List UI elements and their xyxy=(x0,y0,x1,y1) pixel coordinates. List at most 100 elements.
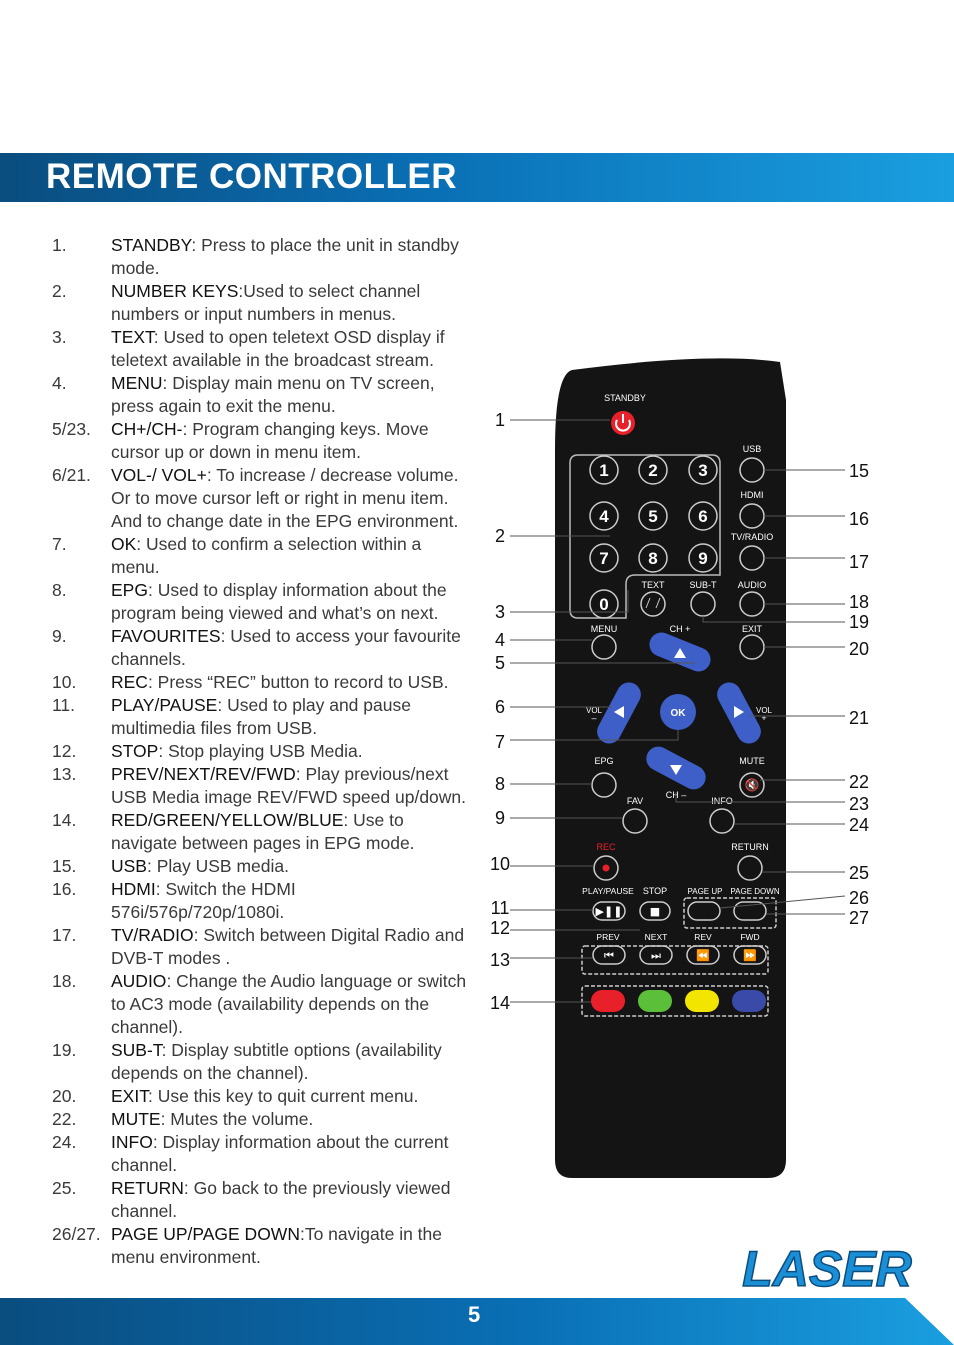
digit-button-1[interactable]: 1 xyxy=(589,455,619,485)
callout-number-27: 27 xyxy=(849,908,869,928)
prev-button[interactable] xyxy=(592,945,626,965)
green-button[interactable] xyxy=(638,990,672,1012)
item-text: : Program changing keys. Move cursor up … xyxy=(111,419,429,462)
svg-text:7: 7 xyxy=(599,549,608,568)
ch-up-button[interactable] xyxy=(646,629,714,675)
rev-button[interactable] xyxy=(686,945,720,965)
digit-button-7[interactable]: 7 xyxy=(589,543,619,573)
header-bar: REMOTE CONTROLLER xyxy=(0,153,954,202)
fav-button[interactable] xyxy=(622,808,648,834)
callout-number-10: 10 xyxy=(490,854,510,874)
item-description: CH+/CH-: Program changing keys. Move cur… xyxy=(111,418,472,464)
item-key: STANDBY xyxy=(111,235,192,255)
laser-logo: LASER xyxy=(742,1240,913,1298)
digit-button-0[interactable]: 0 xyxy=(589,589,619,619)
item-description: PAGE UP/PAGE DOWN:To navigate in the men… xyxy=(111,1223,472,1269)
callout-number-12: 12 xyxy=(490,918,510,938)
item-number: 9. xyxy=(52,626,67,646)
callout-number-21: 21 xyxy=(849,708,869,728)
item-key: EPG xyxy=(111,580,148,600)
callout-number-15: 15 xyxy=(849,461,869,481)
item-key: PLAY/PAUSE xyxy=(111,695,218,715)
epg-button[interactable] xyxy=(591,772,617,798)
item-text: : Display main menu on TV screen, press … xyxy=(111,373,435,416)
vol-up-button[interactable] xyxy=(713,678,765,748)
digit-button-5[interactable]: 5 xyxy=(638,501,668,531)
label-rec: REC xyxy=(596,842,616,852)
rec-button[interactable] xyxy=(593,855,619,881)
callout-number-8: 8 xyxy=(495,774,505,794)
item-description: MUTE: Mutes the volume. xyxy=(111,1108,472,1131)
mute-button[interactable] xyxy=(739,772,765,798)
svg-text:8: 8 xyxy=(648,549,657,568)
item-key: MUTE xyxy=(111,1109,161,1129)
rec-dot-icon xyxy=(602,864,610,872)
return-button[interactable] xyxy=(737,855,763,881)
callout-number-24: 24 xyxy=(849,815,869,835)
text-button[interactable] xyxy=(640,591,666,617)
item-number: 14. xyxy=(52,810,77,830)
item-description: RED/GREEN/YELLOW/BLUE: Use to navigate b… xyxy=(111,809,472,855)
item-description: EXIT: Use this key to quit current menu. xyxy=(111,1085,472,1108)
ok-button[interactable]: OK xyxy=(660,694,696,730)
item-number: 4. xyxy=(52,373,67,393)
stop-button[interactable] xyxy=(639,901,671,921)
item-number: 7. xyxy=(52,534,67,554)
label-pageup: PAGE UP xyxy=(688,887,723,896)
menu-button[interactable] xyxy=(591,634,617,660)
next-button[interactable] xyxy=(639,945,673,965)
prev-icon: ⏮ xyxy=(604,949,614,962)
item-description: OK: Used to confirm a selection within a… xyxy=(111,533,472,579)
item-text: : Display subtitle options (availability… xyxy=(111,1040,442,1083)
list-item: 13.PREV/NEXT/REV/FWD: Play previous/next… xyxy=(52,763,472,809)
digit-button-9[interactable]: 9 xyxy=(688,543,718,573)
item-key: USB xyxy=(111,856,147,876)
digit-button-3[interactable]: 3 xyxy=(688,455,718,485)
item-number: 3. xyxy=(52,327,67,347)
item-description: INFO: Display information about the curr… xyxy=(111,1131,472,1177)
yellow-button[interactable] xyxy=(685,990,719,1012)
svg-text:3: 3 xyxy=(698,461,707,480)
item-text: : Used to confirm a selection within a m… xyxy=(111,534,422,577)
arrow-right-icon xyxy=(734,706,744,718)
item-key: EXIT xyxy=(111,1086,148,1106)
stop-icon: ■ xyxy=(650,905,660,918)
fwd-icon: ⏩ xyxy=(743,949,757,962)
fwd-button[interactable] xyxy=(733,945,767,965)
item-number: 26/27. xyxy=(52,1224,101,1244)
svg-text:LASER: LASER xyxy=(742,1241,911,1297)
list-item: 1.STANDBY: Press to place the unit in st… xyxy=(52,234,472,280)
callout-number-1: 1 xyxy=(495,410,505,430)
digit-button-4[interactable]: 4 xyxy=(589,501,619,531)
label-fwd: FWD xyxy=(740,932,759,942)
list-item: 14. RED/GREEN/YELLOW/BLUE: Use to navigat… xyxy=(52,809,472,855)
digit-button-2[interactable]: 2 xyxy=(638,455,668,485)
callout-number-16: 16 xyxy=(849,509,869,529)
list-item: 25.RETURN: Go back to the previously vie… xyxy=(52,1177,472,1223)
item-description: NUMBER KEYS:Used to select channel numbe… xyxy=(111,280,472,326)
digit-button-8[interactable]: 8 xyxy=(638,543,668,573)
item-text: : Used to open teletext OSD display if t… xyxy=(111,327,445,370)
list-item: 19.SUB-T: Display subtitle options (avai… xyxy=(52,1039,472,1085)
standby-button[interactable] xyxy=(611,411,635,435)
remote-svg: STANDBY USB HDMI TV/RADIO TEXT SUB-T AUD… xyxy=(490,358,869,1178)
page-up-button[interactable] xyxy=(687,901,721,921)
item-text: : Press to place the unit in standby mod… xyxy=(111,235,459,278)
blue-button[interactable] xyxy=(732,990,766,1012)
callout-number-3: 3 xyxy=(495,602,505,622)
ch-down-button[interactable] xyxy=(642,742,710,793)
item-number: 22. xyxy=(52,1109,77,1129)
list-item: 20.EXIT: Use this key to quit current me… xyxy=(52,1085,472,1108)
item-description: STANDBY: Press to place the unit in stan… xyxy=(111,234,472,280)
label-usb: USB xyxy=(743,444,762,454)
item-number: 16. xyxy=(52,879,77,899)
playpause-button[interactable] xyxy=(592,901,626,921)
page-down-button[interactable] xyxy=(733,901,767,921)
digit-button-6[interactable]: 6 xyxy=(688,501,718,531)
label-return: RETURN xyxy=(731,842,769,852)
vol-down-button[interactable] xyxy=(593,678,645,748)
item-number: 24. xyxy=(52,1132,77,1152)
item-description: USB: Play USB media. xyxy=(111,855,472,878)
info-button[interactable] xyxy=(709,808,735,834)
red-button[interactable] xyxy=(591,990,625,1012)
